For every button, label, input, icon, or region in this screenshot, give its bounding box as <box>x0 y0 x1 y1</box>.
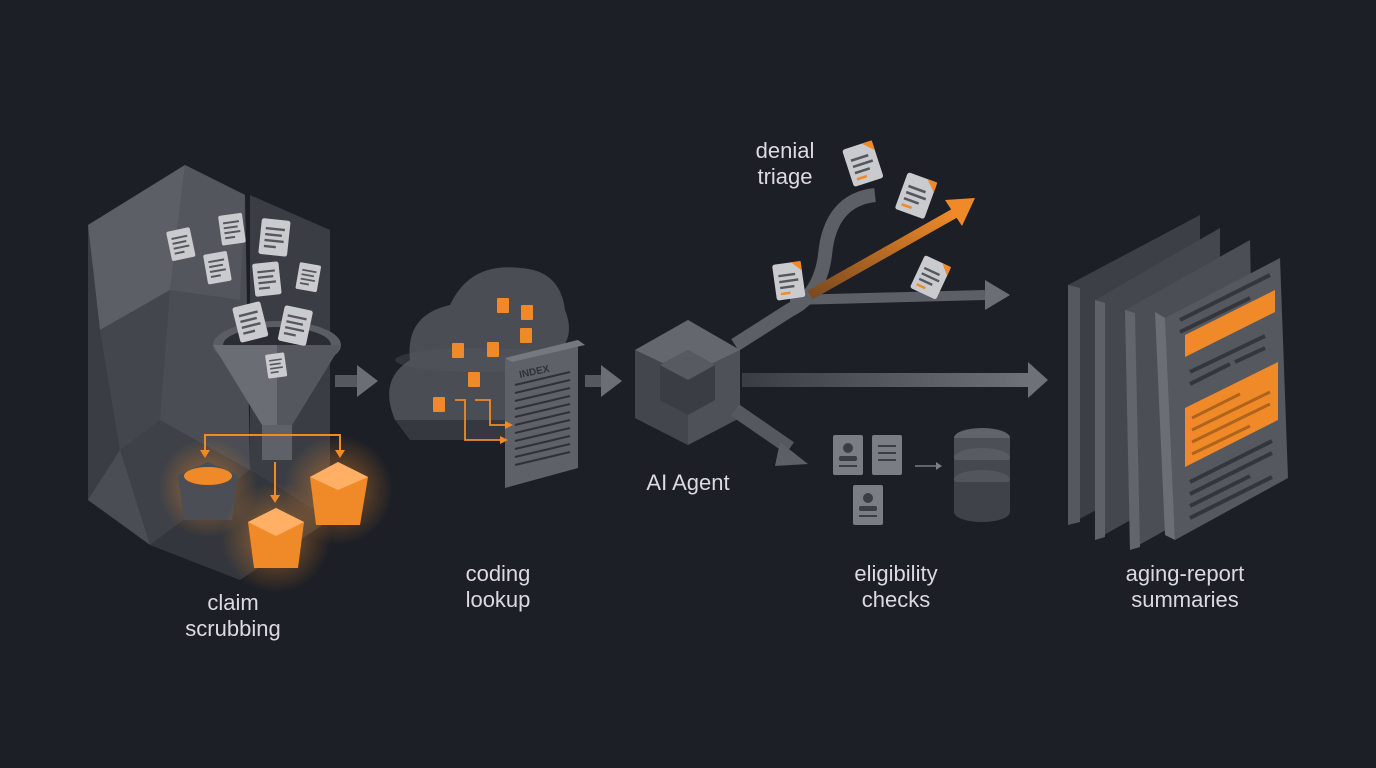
label-coding-lookup-line1: coding <box>465 561 531 586</box>
document-card-icon <box>872 435 902 475</box>
index-document: INDEX <box>505 340 585 488</box>
branch-arrow-summaries <box>742 362 1048 398</box>
database-icon <box>954 428 1010 522</box>
branch-arrow-eligibility <box>731 404 808 466</box>
sorted-bins <box>158 435 393 593</box>
small-arrow-icon <box>915 462 942 470</box>
branch-arrow-denial <box>731 188 1010 351</box>
label-eligibility-checks-line1: eligibility <box>854 561 938 586</box>
label-coding-lookup: coding lookup <box>433 561 563 613</box>
label-denial-triage-line2: triage <box>757 164 813 189</box>
label-denial-triage-line1: denial <box>755 138 815 163</box>
eligibility-icons <box>833 428 1010 525</box>
lookup-arrows <box>455 399 513 444</box>
label-claim-scrubbing-line2: scrubbing <box>185 616 281 641</box>
patient-card-icon <box>833 435 863 475</box>
ai-agent-icon <box>635 320 740 445</box>
patient-card-icon-2 <box>853 485 883 525</box>
report-page <box>1179 273 1278 520</box>
label-aging-report-summaries-line1: aging-report <box>1125 561 1245 586</box>
label-claim-scrubbing: claim scrubbing <box>168 590 298 642</box>
orange-file-icons <box>433 298 533 412</box>
flow-arrow-1 <box>335 365 378 397</box>
label-coding-lookup-line2: lookup <box>465 587 531 612</box>
label-eligibility-checks: eligibility checks <box>821 561 971 613</box>
label-aging-report-summaries: aging-report summaries <box>1100 561 1270 613</box>
label-ai-agent: AI Agent <box>646 470 730 495</box>
label-aging-report-summaries-line2: summaries <box>1131 587 1239 612</box>
label-denial-triage: denial triage <box>730 138 840 190</box>
flow-arrow-2 <box>585 365 622 397</box>
label-claim-scrubbing-line1: claim <box>207 590 259 615</box>
label-eligibility-checks-line2: checks <box>861 587 931 612</box>
